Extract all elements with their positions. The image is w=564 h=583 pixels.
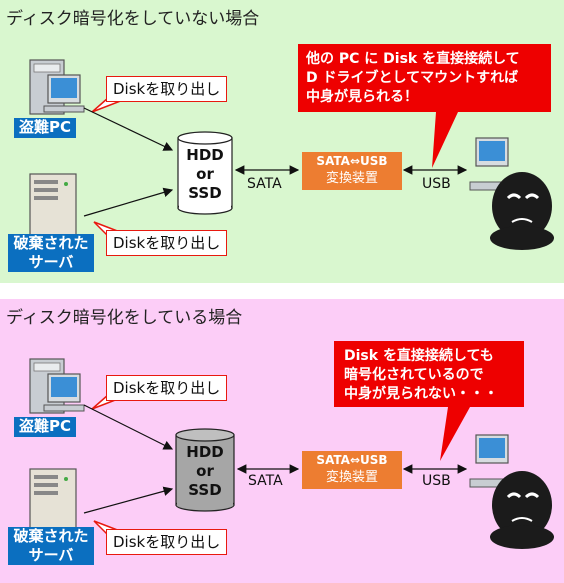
discarded-server-label: 破棄された サーバ [8,234,94,272]
panel-heading: ディスク暗号化をしている場合 [6,308,243,328]
remove-disk-callout: Diskを取り出し [106,375,228,401]
desktop-pc-icon [29,358,85,414]
sata-label: SATA [248,473,283,489]
disk-cylinder-icon [177,131,233,215]
hacker-icon [490,172,554,250]
server-tower-icon [29,173,77,237]
sata-label: SATA [247,176,282,192]
stolen-pc-label: 盗難PC [14,417,76,437]
warning-bubble [334,341,524,461]
usb-label: USB [422,473,451,489]
converter-box: SATA⇔USB 変換装置 [302,152,402,190]
remove-disk-callout: Diskを取り出し [106,230,228,256]
stolen-pc-label: 盗難PC [14,118,76,138]
converter-box: SATA⇔USB 変換装置 [302,451,402,489]
hacker-icon [490,471,554,549]
usb-label: USB [422,176,451,192]
unencrypted-panel: ディスク暗号化をしていない場合 [0,0,564,283]
disk-cylinder-icon [175,428,235,512]
diagram-graphics [29,341,554,549]
warning-text: Disk を直接接続しても 暗号化されているので 中身が見られない・・・ [344,348,498,402]
encrypted-panel: ディスク暗号化をしている場合 [0,299,564,583]
remove-disk-callout: Diskを取り出し [106,529,228,555]
disk-label: HDD or SSD [186,443,224,499]
panel-heading: ディスク暗号化をしていない場合 [6,9,260,29]
desktop-pc-icon [29,59,85,115]
warning-text: 他の PC に Disk を直接接続して D ドライブとしてマウントすれば 中身… [306,51,520,105]
warning-bubble [298,44,551,168]
laptop-pc-icon [469,137,511,191]
discarded-server-label: 破棄された サーバ [8,527,94,565]
remove-disk-callout: Diskを取り出し [106,76,228,102]
laptop-pc-icon [469,434,511,488]
disk-label: HDD or SSD [186,146,224,202]
server-tower-icon [29,468,77,532]
